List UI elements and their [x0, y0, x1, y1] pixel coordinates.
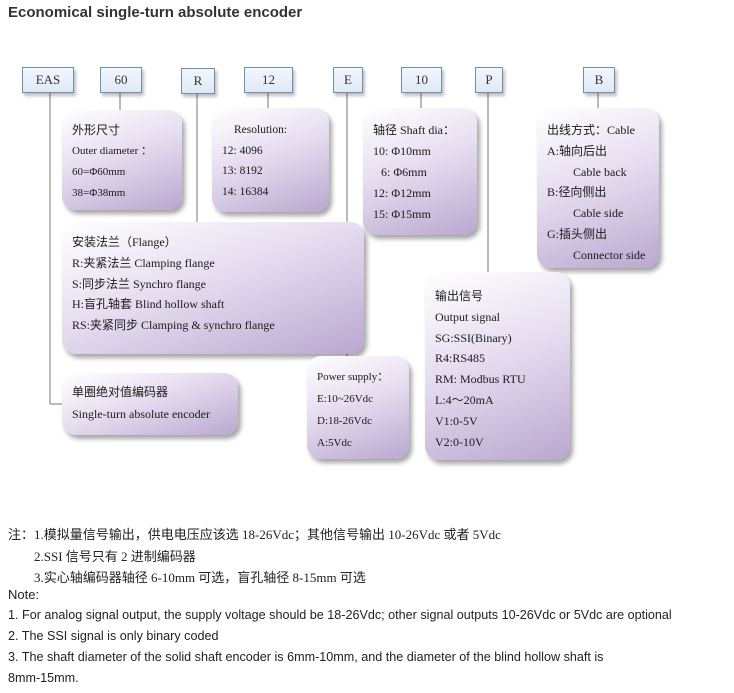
- signal-title-en: Output signal: [435, 309, 500, 324]
- signal-option: V2:0-10V: [435, 434, 484, 449]
- flange-box: 安装法兰（Flange） R:夹紧法兰 Clamping flange S:同步…: [62, 222, 364, 354]
- signal-option: R4:RS485: [435, 351, 486, 366]
- cable-option: B:径向侧出: [547, 185, 607, 200]
- flange-option: H:盲孔轴套 Blind hollow shaft: [72, 297, 225, 312]
- resolution-option: 14: 16384: [222, 185, 269, 198]
- signal-option: SG:SSI(Binary): [435, 330, 512, 345]
- signal-option: RM: Modbus RTU: [435, 372, 526, 387]
- cable-outlet-box: 出线方式：Cable A:轴向后出 Cable back B:径向侧出 Cabl…: [537, 108, 659, 268]
- cable-option: A:轴向后出: [547, 143, 608, 158]
- code-box-model: EAS: [22, 67, 74, 93]
- note-en: 3. The shaft diameter of the solid shaft…: [8, 650, 604, 664]
- type-title: 单圈绝对值编码器: [72, 385, 169, 399]
- note-cn: 3.实心轴编码器轴径 6-10mm 可选，盲孔轴径 8-15mm 可选: [34, 570, 366, 585]
- shaft-title: 轴径 Shaft dia：: [373, 123, 455, 137]
- outer-diameter-option: 38=Φ38mm: [72, 187, 126, 199]
- resolution-option: 12: 4096: [222, 144, 263, 157]
- resolution-box: Resolution: 12: 4096 13: 8192 14: 16384: [212, 108, 329, 212]
- cable-title: 出线方式：Cable: [547, 123, 635, 137]
- shaft-option: 15: Φ15mm: [373, 207, 431, 221]
- outer-diameter-label: Outer diameter ：: [72, 145, 153, 157]
- power-option: A:5Vdc: [317, 437, 352, 449]
- output-signal-box: 输出信号 Output signal SG:SSI(Binary) R4:RS4…: [425, 272, 570, 460]
- shaft-option: 12: Φ12mm: [373, 186, 431, 200]
- code-box-resolution: 12: [244, 67, 293, 93]
- cable-option: G:插头侧出: [547, 226, 608, 241]
- type-title-en: Single-turn absolute encoder: [72, 407, 210, 421]
- flange-title: 安装法兰（Flange）: [72, 235, 177, 249]
- outer-diameter-title: 外形尺寸: [72, 123, 121, 137]
- code-box-cable: B: [583, 67, 615, 93]
- code-box-signal: P: [475, 67, 503, 93]
- note-en: 1. For analog signal output, the supply …: [8, 608, 672, 622]
- signal-title: 输出信号: [435, 289, 484, 303]
- signal-option: L:4～20mA: [435, 392, 494, 407]
- resolution-option: 13: 8192: [222, 165, 263, 177]
- outer-diameter-option: 60=Φ60mm: [72, 166, 126, 178]
- power-option: D:18-26Vdc: [317, 415, 372, 427]
- cable-option-en: Connector side: [573, 247, 646, 262]
- shaft-option: 10: Φ10mm: [373, 144, 431, 158]
- cable-option-en: Cable side: [573, 206, 624, 221]
- note-en-heading: Note:: [8, 587, 40, 602]
- power-option: E:10~26Vdc: [317, 393, 374, 405]
- shaft-option: 6: Φ6mm: [381, 165, 427, 179]
- code-box-shaft: 10: [401, 67, 442, 93]
- cable-option-en: Cable back: [573, 164, 627, 179]
- flange-option: RS:夹紧同步 Clamping & synchro flange: [72, 318, 275, 333]
- note-en: 8mm-15mm.: [8, 671, 79, 685]
- note-cn: 2.SSI 信号只有 2 进制编码器: [34, 549, 196, 564]
- shaft-diameter-box: 轴径 Shaft dia： 10: Φ10mm 6: Φ6mm 12: Φ12m…: [363, 108, 477, 235]
- encoder-type-box: 单圈绝对值编码器 Single-turn absolute encoder: [62, 373, 238, 435]
- resolution-title: Resolution:: [234, 124, 288, 136]
- page-title: Economical single-turn absolute encoder: [8, 4, 303, 21]
- power-title: Power supply：: [317, 371, 389, 383]
- code-box-outer-diameter: 60: [100, 67, 142, 93]
- power-supply-box: Power supply： E:10~26Vdc D:18-26Vdc A:5V…: [307, 356, 409, 459]
- outer-diameter-box: 外形尺寸 Outer diameter ： 60=Φ60mm 38=Φ38mm: [62, 110, 182, 210]
- flange-option: R:夹紧法兰 Clamping flange: [72, 255, 215, 270]
- signal-option: V1:0-5V: [435, 413, 478, 428]
- flange-option: S:同步法兰 Synchro flange: [72, 276, 206, 291]
- note-en: 2. The SSI signal is only binary coded: [8, 629, 219, 643]
- code-box-flange: R: [181, 68, 215, 94]
- note-cn: 注：1.模拟量信号输出，供电电压应该选 18-26Vdc；其他信号输出 10-2…: [8, 527, 501, 542]
- code-box-power: E: [333, 67, 363, 93]
